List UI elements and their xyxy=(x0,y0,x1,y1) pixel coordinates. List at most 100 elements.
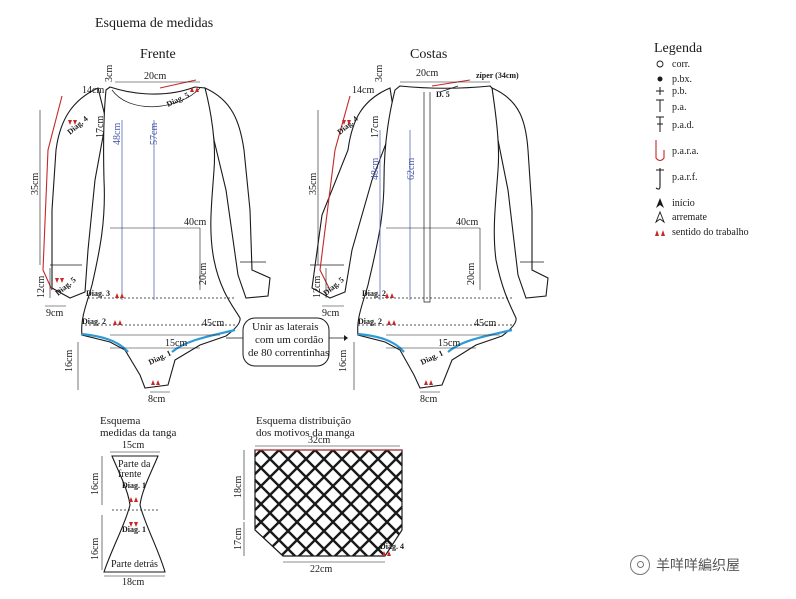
front-bust: 40cm xyxy=(184,217,206,228)
back-sleeve-len: 35cm xyxy=(308,173,319,195)
front-cuff-w: 9cm xyxy=(46,308,63,319)
front-v2: 57cm xyxy=(149,123,160,145)
plus-icon xyxy=(656,87,664,95)
thong-diag-b: Diag. 1 xyxy=(122,525,146,534)
legend-label-0: corr. xyxy=(672,59,690,70)
back-crotch: 15cm xyxy=(438,338,460,349)
double-arrow-red-icon xyxy=(655,230,665,236)
front-label: Frente xyxy=(140,47,176,62)
zipper xyxy=(423,92,431,303)
back-right-sleeve xyxy=(491,87,549,299)
front-hip: 45cm xyxy=(202,318,224,329)
note-line-2: com um cordão xyxy=(255,334,324,346)
legend-label-4: p.a.d. xyxy=(672,120,694,131)
front-neck-width: 20cm xyxy=(144,71,166,82)
back-v2: 62cm xyxy=(406,158,417,180)
front-armhole: 17cm xyxy=(95,116,106,138)
arrow-outline-icon xyxy=(654,210,666,224)
page-title: Esquema de medidas xyxy=(95,16,213,31)
hook-icon xyxy=(655,168,664,190)
front-bottom: 8cm xyxy=(148,394,165,405)
sleeve-motif-scheme: Esquema distribuição dos motivos da mang… xyxy=(233,415,404,575)
dot-icon xyxy=(657,76,663,82)
front-side: 20cm xyxy=(198,263,209,285)
back-cuff-w: 9cm xyxy=(322,308,339,319)
thong-title-2: medidas da tanga xyxy=(100,427,176,439)
direction-arrows xyxy=(129,497,138,527)
back-left-sleeve xyxy=(311,87,396,299)
arrow-filled-icon xyxy=(656,198,664,208)
motif-top: 32cm xyxy=(308,435,330,446)
circle-icon xyxy=(656,60,664,68)
legend-label-8: arremate xyxy=(672,212,708,223)
t-bar-icon xyxy=(656,116,664,132)
front-sleeve-len: 35cm xyxy=(30,173,41,195)
legend-label-9: sentido do trabalho xyxy=(672,227,749,238)
legend-label-6: p.a.r.f. xyxy=(672,172,698,183)
back-cuff: 12cm xyxy=(312,276,323,298)
thong-h2: 16cm xyxy=(90,538,101,560)
back-crotch-h: 16cm xyxy=(338,350,349,372)
front-shoulder: 14cm xyxy=(82,85,104,96)
front-diag-2: Diag. 2 xyxy=(82,317,106,326)
thong-back: Parte detrás xyxy=(111,559,158,570)
motif-diag: Diag. 4 xyxy=(380,542,404,551)
back-v1: 48cm xyxy=(370,158,381,180)
back-shoulder: 14cm xyxy=(352,85,374,96)
thong-shape xyxy=(103,455,166,573)
thong-bottom: 18cm xyxy=(122,577,144,588)
hook-red-icon xyxy=(655,140,665,162)
thong-scheme: Esquema medidas da tanga 15cm 16cm 16cm … xyxy=(90,415,176,588)
motif-title-1: Esquema distribuição xyxy=(256,415,352,427)
motif-h2: 17cm xyxy=(233,528,244,550)
watermark: 羊咩咩編织屋 xyxy=(630,552,790,578)
note-box: Unir as laterais com um cordão de 80 cor… xyxy=(226,317,348,367)
t-icon xyxy=(656,99,664,112)
motif-bottom: 22cm xyxy=(310,564,332,575)
note-line-3: de 80 correntinhas xyxy=(248,347,329,359)
front-figure: Frente 20cm 3cm 14 xyxy=(30,47,271,405)
back-diag-2b: Diag. 2 xyxy=(358,317,382,326)
direction-arrows xyxy=(382,551,391,556)
legend: Legenda corr. p.bx. p.b. p.a. p.a.d. p.a… xyxy=(654,41,749,238)
back-bust: 40cm xyxy=(456,217,478,228)
thong-front-1: Parte da xyxy=(118,459,151,470)
back-armhole: 17cm xyxy=(370,116,381,138)
back-bottom: 8cm xyxy=(420,394,437,405)
back-side: 20cm xyxy=(466,263,477,285)
front-v1: 48cm xyxy=(112,123,123,145)
legend-label-3: p.a. xyxy=(672,102,686,113)
direction-arrows xyxy=(55,87,199,385)
back-neck-width: 20cm xyxy=(416,68,438,79)
motif-title-2: dos motivos da manga xyxy=(256,427,355,439)
back-body xyxy=(357,85,517,389)
back-neck-drop: 3cm xyxy=(374,65,385,82)
motif-lattice xyxy=(254,449,403,557)
back-zipper-label: zíper (34cm) xyxy=(476,71,519,80)
back-diag-2a: Diag. 2 xyxy=(362,289,386,298)
chat-bubble-icon xyxy=(630,555,650,575)
legend-label-1: p.bx. xyxy=(672,74,692,85)
direction-arrows xyxy=(342,120,433,385)
back-label: Costas xyxy=(410,47,447,62)
back-diag-d5: D. 5 xyxy=(436,90,450,99)
legend-label-2: p.b. xyxy=(672,86,687,97)
front-diag-3: Diag. 3 xyxy=(86,289,110,298)
motif-h1: 18cm xyxy=(233,476,244,498)
front-neck-drop: 3cm xyxy=(104,65,115,82)
note-line-1: Unir as laterais xyxy=(252,321,319,333)
front-crotch: 15cm xyxy=(165,338,187,349)
front-left-sleeve xyxy=(51,87,107,299)
front-crotch-h: 16cm xyxy=(64,350,75,372)
legend-title: Legenda xyxy=(654,41,703,56)
back-hip: 45cm xyxy=(474,318,496,329)
watermark-text: 羊咩咩編织屋 xyxy=(656,558,740,574)
legend-label-5: p.a.r.a. xyxy=(672,146,699,157)
legend-label-7: início xyxy=(672,198,695,209)
thong-h1: 16cm xyxy=(90,473,101,495)
thong-top: 15cm xyxy=(122,440,144,451)
thong-title-1: Esquema xyxy=(100,415,140,427)
back-figure: Costas zíper (34cm) 20cm 3cm 14cm 17cm 4… xyxy=(308,47,549,405)
front-body xyxy=(81,86,241,389)
